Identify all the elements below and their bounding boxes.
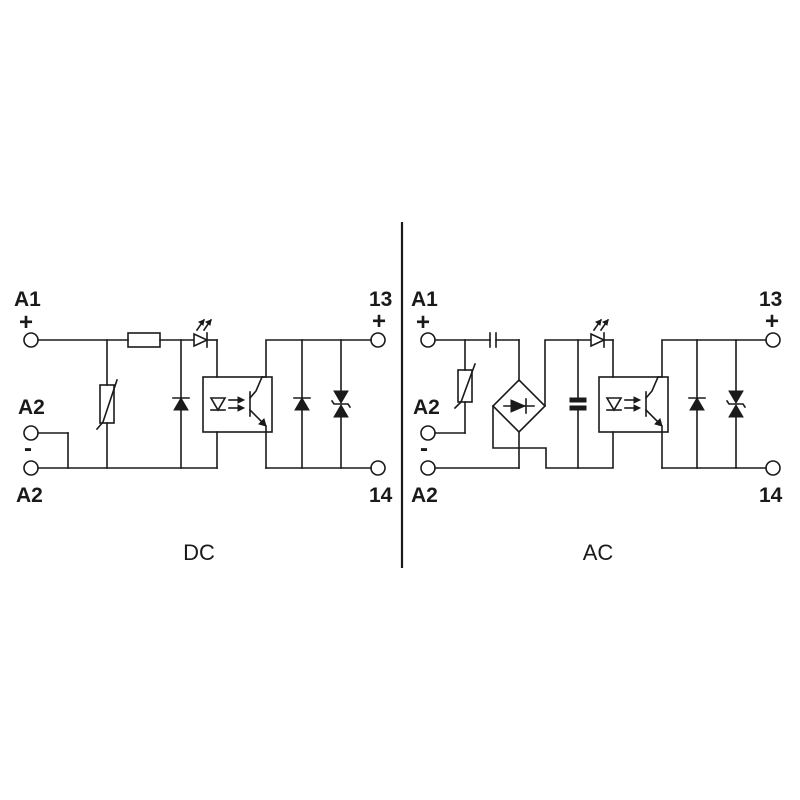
ac-label-a1: A1 bbox=[411, 288, 438, 311]
dc-tvs-diode-symbol bbox=[331, 390, 351, 418]
ac-tvs-diode-symbol bbox=[726, 390, 746, 418]
ac-label-14: 14 bbox=[759, 484, 783, 507]
ac-label-a1-polarity: + bbox=[416, 309, 430, 336]
dc-resistor-symbol bbox=[127, 332, 161, 348]
dc-label-a1: A1 bbox=[14, 288, 41, 311]
dc-caption: DC bbox=[183, 540, 215, 565]
dc-terminal-13[interactable] bbox=[370, 332, 386, 348]
dc-terminal-a2-lower[interactable] bbox=[23, 460, 39, 476]
dc-indicator-led-symbol bbox=[193, 318, 213, 348]
ac-output-wires bbox=[657, 339, 767, 469]
ac-input-wires bbox=[434, 339, 614, 469]
dc-label-13-polarity: + bbox=[372, 308, 386, 335]
ac-terminal-a2-lower[interactable] bbox=[420, 460, 436, 476]
ac-capacitor-symbol bbox=[489, 332, 497, 348]
ac-varistor-symbol bbox=[453, 362, 477, 410]
ac-label-a2-polarity: - bbox=[420, 435, 428, 462]
ac-label-a2: A2 bbox=[413, 396, 440, 419]
ac-label-a2-lower: A2 bbox=[411, 484, 438, 507]
ac-terminal-14[interactable] bbox=[765, 460, 781, 476]
dc-varistor-symbol bbox=[95, 378, 119, 431]
dc-input-wires bbox=[37, 339, 218, 469]
dc-terminal-14[interactable] bbox=[370, 460, 386, 476]
dc-label-a2-polarity: - bbox=[24, 435, 32, 462]
dc-optocoupler-symbol bbox=[202, 375, 273, 433]
dc-circuit: A1 + A2 - A2 13 + 14 DC bbox=[14, 288, 393, 565]
ac-label-13-polarity: + bbox=[765, 308, 779, 335]
dc-label-a2-lower: A2 bbox=[16, 484, 43, 507]
ac-caption: AC bbox=[583, 540, 614, 565]
dc-protection-diode-symbol bbox=[172, 397, 190, 411]
ac-bridge-rectifier-symbol bbox=[491, 378, 547, 434]
ac-terminal-13[interactable] bbox=[765, 332, 781, 348]
dc-output-wires bbox=[261, 339, 372, 469]
ac-output-diode-symbol bbox=[688, 397, 706, 411]
ac-label-13: 13 bbox=[759, 288, 782, 311]
ac-optocoupler-symbol bbox=[598, 375, 669, 433]
ac-electrolytic-capacitor-symbol bbox=[569, 397, 587, 411]
dc-label-a2: A2 bbox=[18, 396, 45, 419]
dc-label-14: 14 bbox=[369, 484, 393, 507]
ac-circuit: A1 + A2 - A2 13 + 14 AC bbox=[411, 288, 783, 565]
dc-label-13: 13 bbox=[369, 288, 392, 311]
dc-label-a1-polarity: + bbox=[19, 309, 33, 336]
dc-output-diode-symbol bbox=[293, 397, 311, 411]
ac-indicator-led-symbol bbox=[590, 318, 610, 348]
